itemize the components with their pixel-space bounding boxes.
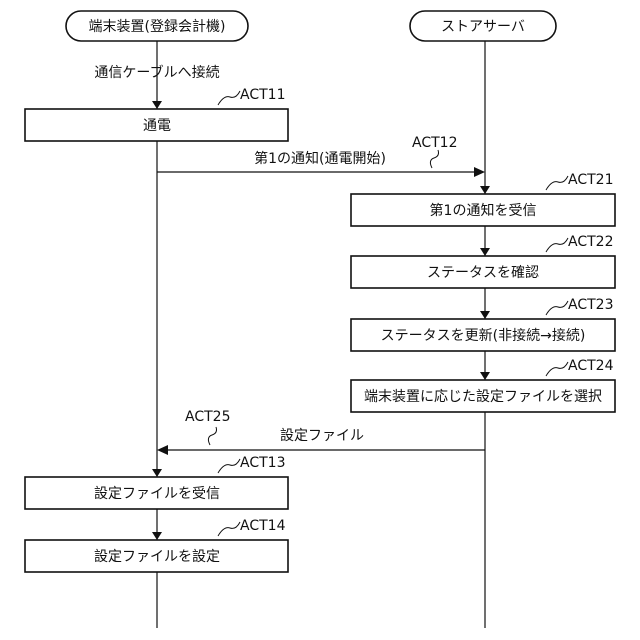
act14-label: 設定ファイルを設定 — [94, 549, 220, 565]
arrow-to-act14 — [152, 532, 162, 540]
act22-label: ステータスを確認 — [427, 265, 539, 281]
act23-id: ACT23 — [568, 297, 613, 313]
act23-label: ステータスを更新(非接続→接続) — [381, 327, 586, 344]
arrow-to-act13 — [152, 469, 162, 477]
step-act21: ACT21 第1の通知を受信 — [351, 172, 615, 226]
act12-id: ACT12 — [412, 135, 457, 151]
act12-arrow-head — [474, 167, 485, 177]
act25-id: ACT25 — [185, 409, 230, 425]
act13-label: 設定ファイルを受信 — [94, 486, 220, 502]
connect-cable-label: 通信ケーブルへ接続 — [94, 64, 219, 81]
act22-id: ACT22 — [568, 234, 613, 250]
lane-server: ストアサーバ — [410, 11, 556, 41]
act25-label: 設定ファイル — [280, 428, 364, 444]
lane-terminal: 端末装置(登録会計機) — [66, 11, 248, 41]
arrow-to-act22 — [480, 248, 490, 256]
act21-id: ACT21 — [568, 172, 613, 188]
arrow-to-act24 — [480, 372, 490, 380]
act14-id: ACT14 — [240, 518, 286, 534]
arrow-to-act11 — [152, 101, 162, 109]
act11-label: 通電 — [143, 118, 171, 134]
message-act25: ACT25 設定ファイル — [157, 409, 485, 455]
lane-server-title: ストアサーバ — [441, 19, 525, 35]
act24-id: ACT24 — [568, 358, 614, 374]
act21-label: 第1の通知を受信 — [430, 202, 537, 219]
act24-label: 端末装置に応じた設定ファイルを選択 — [364, 389, 602, 405]
act12-label: 第1の通知(通電開始) — [254, 150, 386, 167]
arrow-to-act23 — [480, 311, 490, 319]
step-act22: ACT22 ステータスを確認 — [351, 234, 615, 288]
lane-terminal-title: 端末装置(登録会計機) — [89, 19, 226, 35]
act25-arrow-head — [157, 445, 168, 455]
step-act23: ACT23 ステータスを更新(非接続→接続) — [351, 297, 615, 351]
act13-id: ACT13 — [240, 455, 285, 471]
step-act24: ACT24 端末装置に応じた設定ファイルを選択 — [351, 358, 615, 412]
arrow-to-act21 — [480, 186, 490, 194]
act11-id: ACT11 — [240, 87, 285, 103]
